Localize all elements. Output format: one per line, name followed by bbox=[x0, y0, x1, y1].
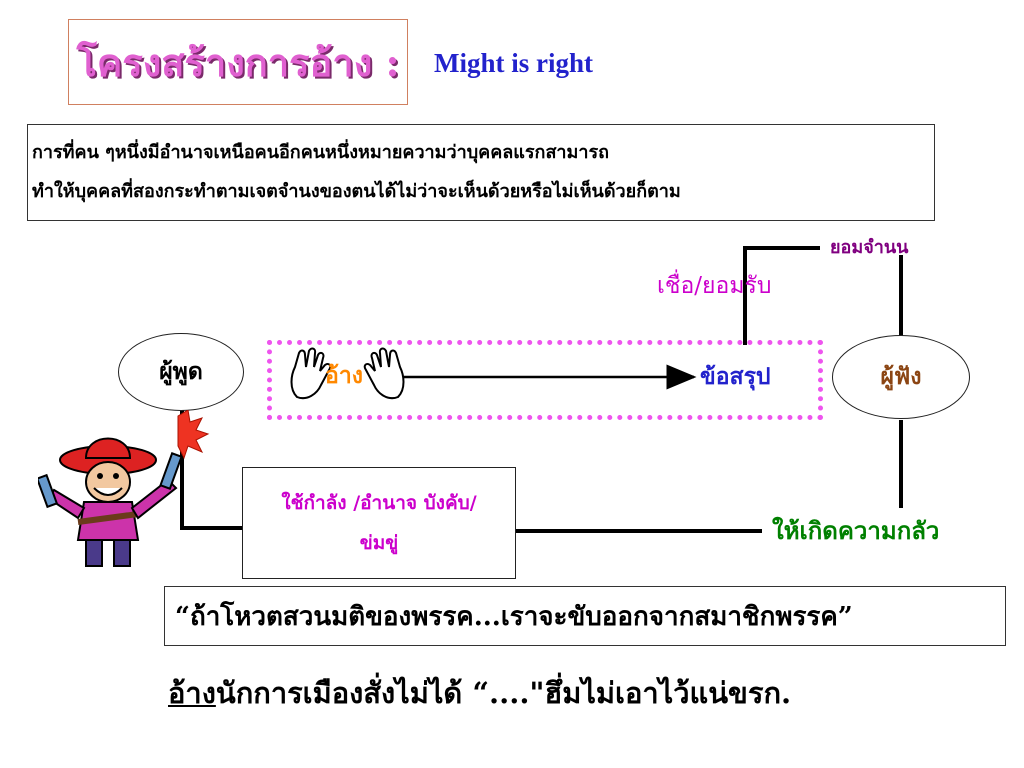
force-box: ใช้กำลัง /อำนาจ บังคับ/ ข่มขู่ bbox=[242, 467, 516, 579]
example-underlined: อ้าง bbox=[168, 676, 216, 710]
believe-label: เชื่อ/ยอมรับ bbox=[657, 273, 772, 299]
force-line-2: ข่มขู่ bbox=[359, 532, 399, 554]
force-line-1: ใช้กำลัง /อำนาจ บังคับ/ bbox=[281, 492, 477, 514]
believe-connector bbox=[743, 246, 820, 345]
quote-text: “ถ้าโหวตสวนมติของพรรค...เราจะขับออกจากสม… bbox=[175, 601, 853, 632]
slide-title: โครงสร้างการอ้าง : bbox=[76, 39, 400, 85]
title-box: โครงสร้างการอ้าง : bbox=[68, 19, 408, 105]
hand-gesture-icon bbox=[290, 347, 405, 400]
listener-label: ผู้ฟัง bbox=[880, 363, 922, 390]
quote-box: “ถ้าโหวตสวนมติของพรรค...เราจะขับออกจากสม… bbox=[164, 586, 1006, 646]
submit-label: ยอมจำนน bbox=[830, 237, 909, 258]
speaker-oval: ผู้พูด bbox=[118, 333, 244, 411]
slide-subtitle: Might is right bbox=[434, 48, 593, 78]
example-line: อ้างนักการเมืองสั่งไม่ได้ “...."ฮึ่มไม่เ… bbox=[168, 670, 791, 716]
conclusion-label: ข้อสรุป bbox=[700, 363, 771, 390]
definition-box: การที่คน ๆหนึ่งมีอำนาจเหนือคนอีกคนหนึ่งห… bbox=[27, 124, 935, 221]
claim-label: อ้าง bbox=[325, 362, 363, 389]
definition-line-1: การที่คน ๆหนึ่งมีอำนาจเหนือคนอีกคนหนึ่งห… bbox=[32, 142, 610, 163]
claim-group-border bbox=[267, 340, 823, 420]
fear-label: ให้เกิดความกลัว bbox=[772, 516, 940, 545]
example-rest: นักการเมืองสั่งไม่ได้ “...."ฮึ่มไม่เอาไว… bbox=[215, 676, 792, 710]
listener-oval: ผู้ฟัง bbox=[832, 335, 970, 419]
definition-line-2: ทำให้บุคคลที่สองกระทำตามเจตจำนงของตนได้ไ… bbox=[32, 181, 681, 202]
speaker-label: ผู้พูด bbox=[159, 358, 203, 385]
cowboy-bandit-icon bbox=[38, 410, 210, 567]
